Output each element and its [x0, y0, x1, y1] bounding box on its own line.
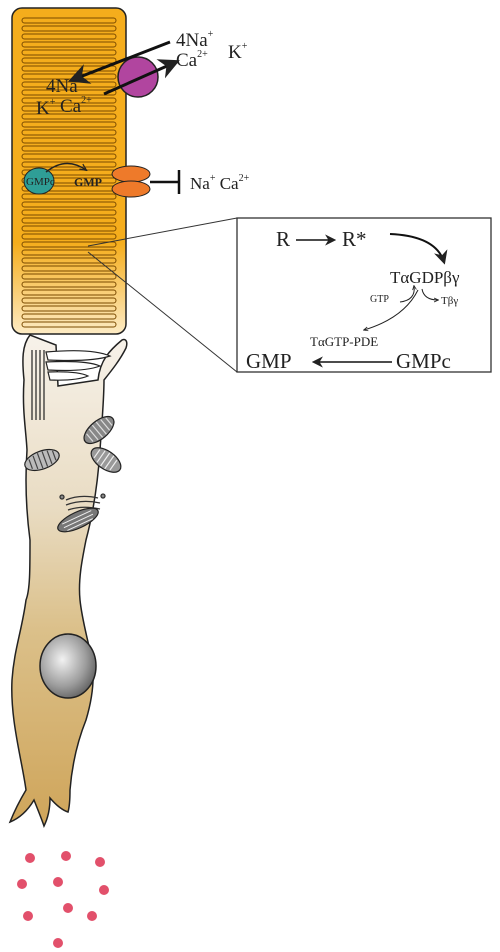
label-gmpc-cascade: GMPc [396, 349, 451, 373]
label-channel-ca-sup: 2+ [239, 173, 250, 184]
vesicle [63, 903, 73, 913]
label-out-na-sup: + [208, 29, 214, 40]
label-r-star: R* [342, 227, 367, 251]
label-channel-na: Na [190, 174, 210, 193]
label-t-gdp: TαGDPβγ [390, 268, 460, 287]
label-gmp-cascade: GMP [246, 349, 292, 373]
label-out-ca: Ca [176, 50, 198, 71]
label-gtp: GTP [370, 294, 389, 305]
inner-segment [10, 335, 127, 826]
svg-text:Na+ Ca2+: Na+ Ca2+ [190, 173, 250, 193]
vesicle [61, 851, 71, 861]
synaptic-vesicles [17, 851, 109, 948]
vesicle [17, 879, 27, 889]
label-in-na: 4Na [46, 76, 78, 97]
label-gmp-intracellular: GMP [74, 175, 102, 189]
vesicle [87, 911, 97, 921]
label-in-ca-sup: 2+ [81, 95, 92, 106]
svg-text:Ca2+: Ca2+ [176, 49, 208, 71]
label-in-ca: Ca [60, 96, 82, 117]
vesicle [53, 877, 63, 887]
vesicle [99, 885, 109, 895]
label-in-na-sup: + [78, 75, 84, 86]
label-in-k-sup: + [50, 97, 56, 108]
svg-text:4Na+: 4Na+ [176, 29, 214, 51]
label-gmpc-intracellular: GMPc [26, 176, 55, 188]
label-out-k: K [228, 42, 242, 63]
label-in-k: K [36, 98, 50, 119]
label-r: R [276, 227, 290, 251]
label-t-beta-gamma: Tβγ [441, 295, 458, 307]
cgmp-channel-top [112, 166, 150, 182]
na-ca-k-exchanger [118, 57, 158, 97]
vesicle [95, 857, 105, 867]
label-out-k-sup: + [242, 41, 248, 52]
vesicle [23, 911, 33, 921]
nucleus [40, 634, 96, 698]
label-t-gtp-pde: TαGTP-PDE [310, 334, 378, 349]
vesicle [25, 853, 35, 863]
label-channel-ca: Ca [220, 174, 239, 193]
label-out-na: 4Na [176, 30, 208, 51]
vesicle [53, 938, 63, 948]
label-out-ca-sup: 2+ [197, 49, 208, 60]
svg-text:K+: K+ [228, 41, 248, 63]
cgmp-channel-bottom [112, 181, 150, 197]
